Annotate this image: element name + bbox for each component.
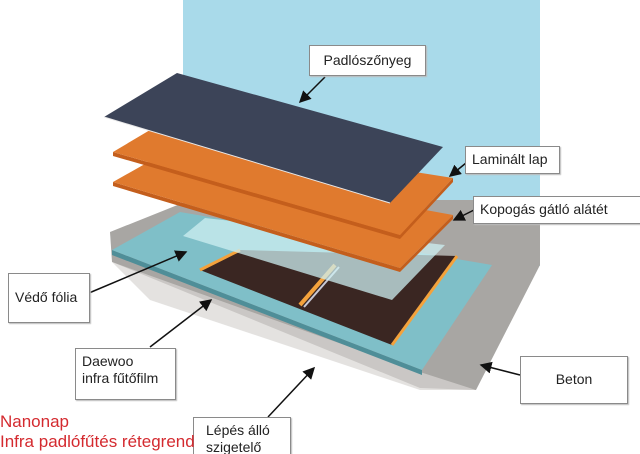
label-underlay-text: Kopogás gátló alátét xyxy=(480,201,608,217)
label-film-line1: Daewoo xyxy=(82,353,134,369)
laminate-layer xyxy=(113,130,453,235)
label-laminate: Laminált lap xyxy=(465,146,560,174)
title-brand: Nanonap xyxy=(0,412,70,431)
title-subtitle: Infra padlófűtés rétegrend xyxy=(0,432,195,451)
insulation-layer-side xyxy=(112,250,422,375)
label-concrete-text: Beton xyxy=(555,371,593,387)
label-insulation-line1: Lépés álló xyxy=(206,422,270,438)
label-foil: Védő fólia xyxy=(8,273,90,323)
label-film: Daewoo infra fűtőfilm xyxy=(75,348,176,400)
label-foil-text: Védő fólia xyxy=(15,289,78,305)
leader-arrows xyxy=(88,76,521,418)
label-underlay: Kopogás gátló alátét xyxy=(473,196,640,224)
label-insulation: Lépés álló szigetelő xyxy=(193,417,291,454)
underlay-layer xyxy=(113,160,453,268)
label-film-line2: infra fűtőfilm xyxy=(82,370,159,386)
label-concrete: Beton xyxy=(520,356,628,404)
label-laminate-text: Laminált lap xyxy=(472,151,548,167)
label-carpet: Padlószőnyeg xyxy=(309,45,426,76)
label-carpet-text: Padlószőnyeg xyxy=(323,52,412,68)
carpet-layer xyxy=(104,73,443,203)
label-insulation-line2: szigetelő xyxy=(206,439,262,454)
